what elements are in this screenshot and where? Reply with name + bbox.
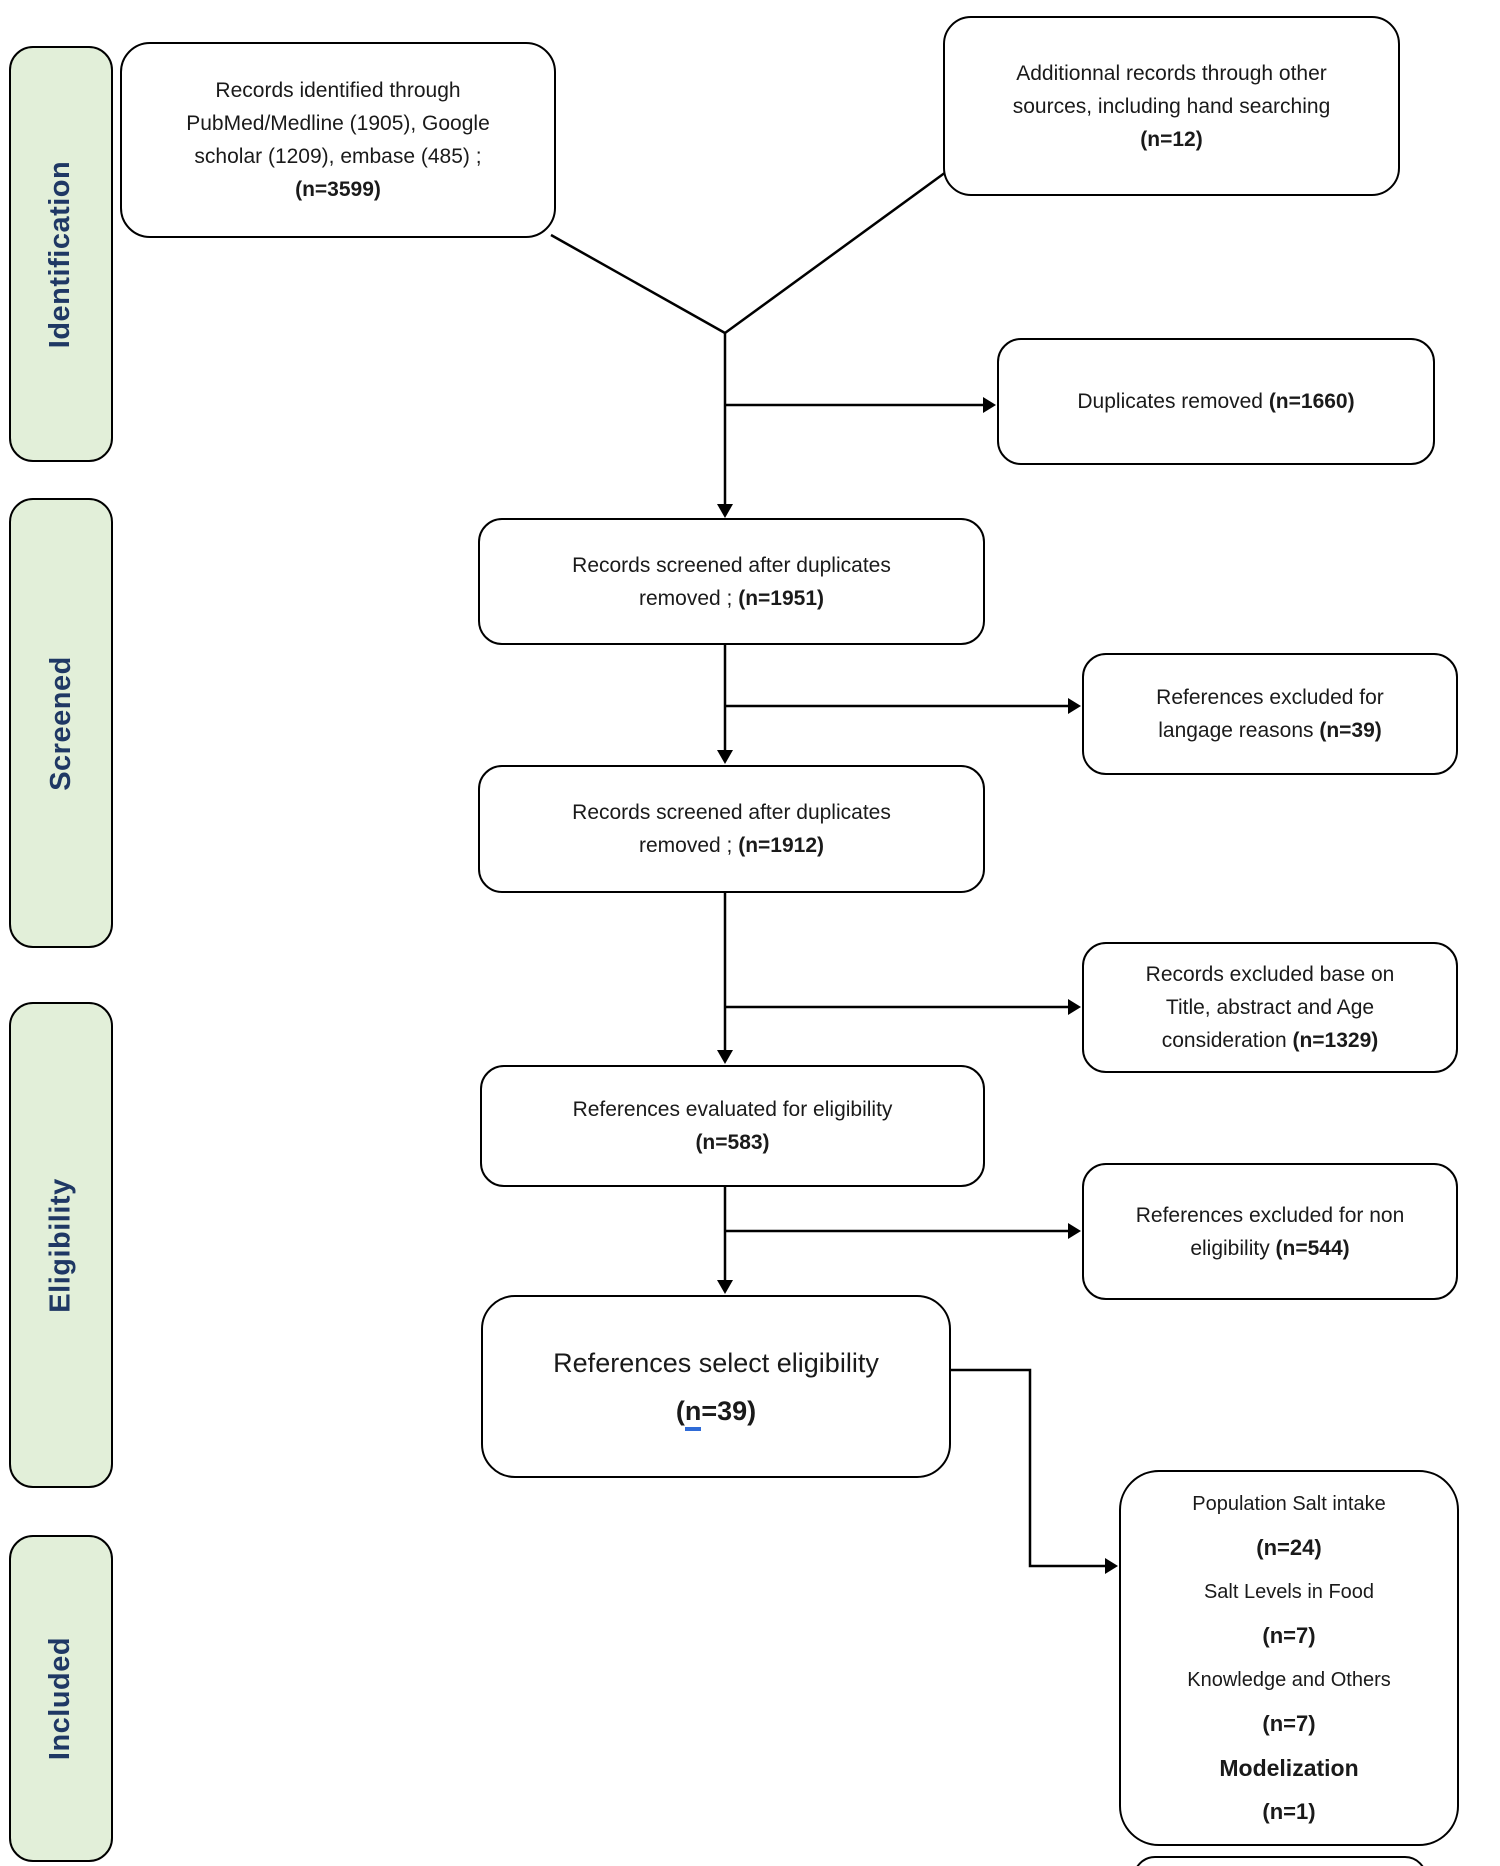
stage-label-text: Screened (44, 655, 77, 791)
connector-elbow (951, 1368, 1108, 1568)
box-count: (n=544) (1275, 1236, 1350, 1260)
category-label: Knowledge and Others (1187, 1669, 1391, 1691)
box-count: (n=1660) (1268, 390, 1355, 413)
category-count: (n=7) (1262, 1623, 1316, 1648)
box-text-line: scholar (1209), embase (485) ; (194, 145, 482, 168)
box-text-line: Records identified through (215, 79, 461, 102)
box-text-line: langage reasons (n=39) (1158, 714, 1382, 747)
box-text: removed ; (638, 586, 739, 610)
arrowhead-icon (1068, 1223, 1081, 1239)
box-count: (n=39) (1319, 719, 1382, 742)
box-text-line: eligibility (n=544) (1190, 1232, 1349, 1265)
box-text-line: References excluded for non (1135, 1203, 1405, 1227)
connector-line (724, 170, 947, 335)
box-text-line: Records screened after duplicates (572, 801, 891, 824)
stage-label-text: Included (44, 1636, 77, 1761)
box-text-line: removed ; (n=1912) (639, 829, 824, 862)
included-categories-box: Population Salt intake (n=24) Salt Level… (1119, 1470, 1459, 1846)
excluded-title-abstract-box: Records excluded base on Title, abstract… (1082, 942, 1458, 1073)
box-count: (n=12) (1140, 127, 1203, 151)
connector-line (550, 233, 726, 335)
spellcheck-underline: n (684, 1397, 702, 1431)
box-text-line: Title, abstract and Age (1165, 996, 1375, 1019)
box-text-line: References excluded for (1156, 686, 1384, 709)
box-text-line: Records screened after duplicates (572, 553, 891, 577)
box-count: (n=3599) (295, 178, 381, 201)
records-screened-second-box: Records screened after duplicates remove… (478, 765, 985, 893)
box-text-line: Records excluded base on (1145, 963, 1395, 986)
box-count: (n=1912) (738, 834, 824, 857)
excluded-non-eligibility-box: References excluded for non eligibility … (1082, 1163, 1458, 1300)
box-count: (n=39) (676, 1387, 756, 1435)
category-count: (n=24) (1256, 1535, 1322, 1560)
arrowhead-icon (983, 397, 996, 413)
category-label: Salt Levels in Food (1203, 1581, 1375, 1603)
box-text: =39) (701, 1395, 757, 1426)
excluded-language-box: References excluded for langage reasons … (1082, 653, 1458, 775)
stage-label-screened: Screened (9, 498, 113, 948)
box-text-line: sources, including hand searching (1012, 94, 1331, 118)
arrowhead-icon (1068, 999, 1081, 1015)
box-text: removed ; (638, 834, 739, 857)
category-label: Modelization (1219, 1755, 1359, 1781)
category-count: (n=1) (1262, 1799, 1316, 1824)
references-evaluated-box: References evaluated for eligibility (n=… (480, 1065, 985, 1187)
box-text: Duplicates removed (1077, 390, 1269, 413)
box-count: (n=1329) (1292, 1029, 1379, 1052)
box-text-line: Additionnal records through other (1016, 61, 1327, 85)
box-text-line: consideration (n=1329) (1162, 1024, 1379, 1057)
stage-label-included: Included (9, 1535, 113, 1862)
box-count: (n=583) (695, 1131, 770, 1154)
arrowhead-icon (717, 1280, 733, 1294)
stage-label-eligibility: Eligibility (9, 1002, 113, 1488)
stage-label-identification: Identification (9, 46, 113, 462)
arrowhead-icon (1105, 1558, 1118, 1574)
box-text-line: References evaluated for eligibility (572, 1098, 893, 1121)
records-screened-first-box: Records screened after duplicates remove… (478, 518, 985, 645)
box-count: (n=1951) (738, 586, 824, 610)
box-text-line: Duplicates removed (n=1660) (1077, 385, 1354, 418)
box-text: eligibility (1190, 1236, 1276, 1260)
stage-label-text: Eligibility (44, 1177, 77, 1313)
box-text-line: References select eligibility (553, 1347, 879, 1378)
arrowhead-icon (717, 504, 733, 518)
arrowhead-icon (717, 750, 733, 764)
duplicates-removed-box: Duplicates removed (n=1660) (997, 338, 1435, 465)
references-selected-box: References select eligibility (n=39) (481, 1295, 951, 1478)
partially-visible-box (1133, 1856, 1427, 1866)
arrowhead-icon (717, 1050, 733, 1064)
arrowhead-icon (1068, 698, 1081, 714)
box-text: consideration (1161, 1029, 1293, 1052)
stage-label-text: Identification (44, 160, 77, 348)
category-label: Population Salt intake (1192, 1493, 1386, 1515)
box-text-line: removed ; (n=1951) (639, 582, 824, 615)
records-identified-box: Records identified through PubMed/Medlin… (120, 42, 556, 238)
box-text: ( (675, 1395, 685, 1426)
category-count: (n=7) (1262, 1711, 1316, 1736)
box-text: langage reasons (1158, 719, 1320, 742)
additional-records-box: Additionnal records through other source… (943, 16, 1400, 196)
box-text-line: PubMed/Medline (1905), Google (186, 112, 490, 135)
